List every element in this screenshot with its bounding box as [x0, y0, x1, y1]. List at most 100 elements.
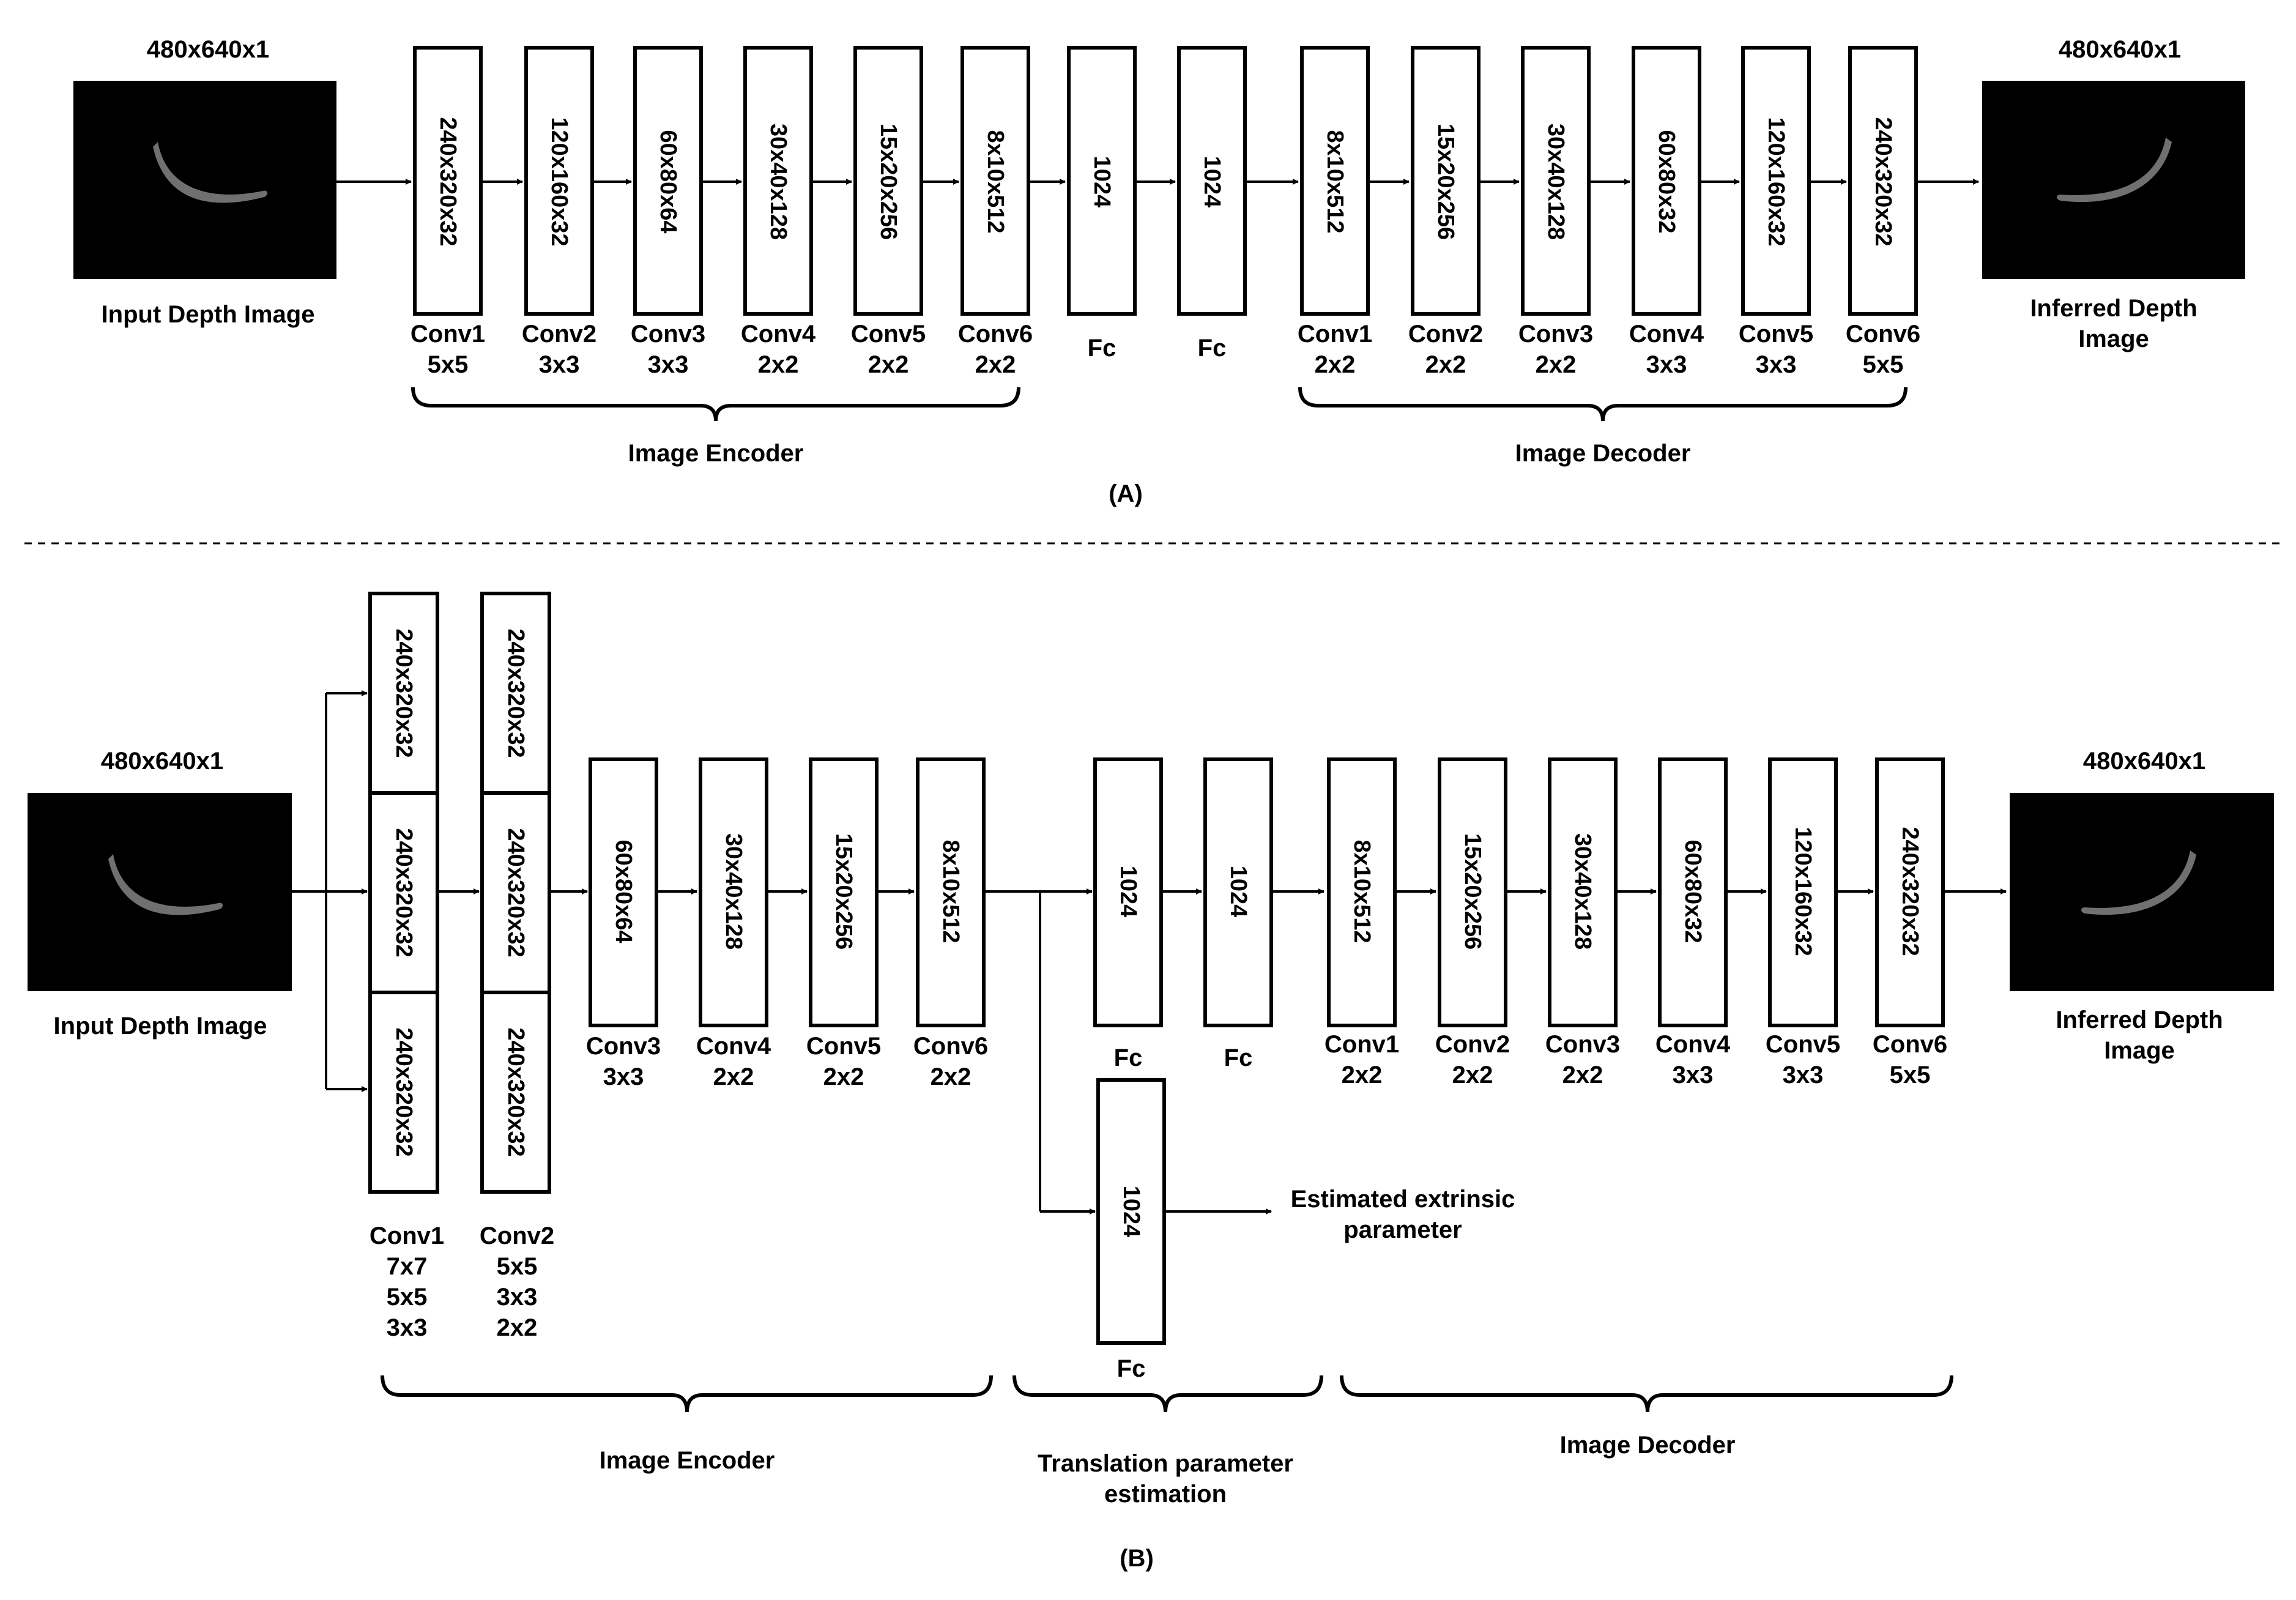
part-b-input-depth-image — [28, 793, 292, 991]
part-a-block-10-name: Conv2 — [1408, 321, 1483, 348]
part-b-dec-block-6-kernel: 5x5 — [1890, 1062, 1931, 1088]
part-b-conv2-cell-2-size: 240x320x32 — [503, 828, 529, 957]
part-a-block-3-kernel: 3x3 — [648, 351, 689, 378]
part-a-block-2-name: Conv2 — [522, 321, 596, 348]
part-b-conv2-label-k2: 3x3 — [497, 1284, 538, 1311]
part-b-dec-block-2-kernel: 2x2 — [1452, 1062, 1493, 1088]
part-a-block-3-size: 60x80x64 — [655, 130, 681, 233]
part-a-block-4-name: Conv4 — [741, 321, 816, 348]
part-b-input-banana-shape — [108, 854, 223, 915]
part-b-conv1-cell-1 — [368, 592, 439, 795]
part-a-block-13 — [1741, 46, 1811, 316]
part-a-input-label: Input Depth Image — [102, 301, 315, 328]
part-a-encoder-brace — [411, 387, 1020, 422]
part-a-decoder-label: Image Decoder — [1515, 440, 1691, 467]
part-b-translation-fc-name: Fc — [1117, 1355, 1146, 1382]
part-a-block-8-name: Fc — [1198, 335, 1227, 362]
part-b-enc-block-2-kernel: 2x2 — [713, 1063, 754, 1090]
part-b-caption: (B) — [1120, 1545, 1154, 1572]
part-a-block-3 — [633, 46, 703, 316]
part-a-block-6-kernel: 2x2 — [975, 351, 1016, 378]
part-b-conv1-cell-3-size: 240x320x32 — [391, 1027, 417, 1156]
part-b-fc-block-2-name: Fc — [1224, 1044, 1253, 1071]
part-a-block-7 — [1067, 46, 1137, 316]
part-a-block-12-size: 60x80x32 — [1654, 130, 1679, 233]
part-a-block-13-kernel: 3x3 — [1756, 351, 1797, 378]
part-b-encoder-brace — [381, 1375, 993, 1413]
part-b-dec-block-3-name: Conv3 — [1545, 1031, 1620, 1058]
part-a-input-size: 480x640x1 — [147, 36, 269, 63]
part-a-block-1-kernel: 5x5 — [428, 351, 469, 378]
part-b-dec-block-4-kernel: 3x3 — [1673, 1062, 1714, 1088]
part-b-conv1-label-name: Conv1 — [370, 1222, 444, 1249]
part-a-block-3-name: Conv3 — [631, 321, 705, 348]
part-a-block-5-name: Conv5 — [851, 321, 926, 348]
part-b-translation-label-line2: estimation — [1104, 1481, 1227, 1508]
part-b-dec-block-1-size: 8x10x512 — [1349, 839, 1375, 943]
part-a: 480x640x1 Input Depth Image 480x640x1 In… — [73, 36, 2245, 507]
part-b-conv2-label-k3: 2x2 — [497, 1314, 538, 1341]
part-b-enc-block-1-kernel: 3x3 — [603, 1063, 644, 1090]
part-a-block-5-size: 15x20x256 — [875, 124, 901, 240]
part-a-block-6 — [960, 46, 1030, 316]
part-a-block-6-size: 8x10x512 — [983, 130, 1008, 233]
part-b-fc-block-1 — [1093, 757, 1163, 1027]
part-a-block-1-name: Conv1 — [411, 321, 485, 348]
part-b-enc-block-2-size: 30x40x128 — [721, 833, 746, 950]
part-a-block-11-size: 30x40x128 — [1543, 124, 1569, 240]
part-a-encoder-label: Image Encoder — [628, 440, 804, 467]
part-b-enc-block-4-kernel: 2x2 — [931, 1063, 972, 1090]
part-b-conv1-label-k2: 5x5 — [387, 1284, 428, 1311]
part-b-enc-block-4-name: Conv6 — [913, 1033, 988, 1060]
part-a-block-2 — [524, 46, 594, 316]
part-b-dec-block-6 — [1875, 757, 1945, 1027]
part-a-block-2-size: 120x160x32 — [546, 117, 572, 246]
part-b-dec-block-6-name: Conv6 — [1873, 1031, 1947, 1058]
part-a-decoder-brace — [1298, 387, 1908, 422]
part-a-block-9-kernel: 2x2 — [1315, 351, 1356, 378]
part-b-conv1-cell-3 — [368, 991, 439, 1194]
part-b-encoder-blocks: 60x80x64Conv33x330x40x128Conv42x215x20x2… — [586, 757, 988, 1090]
part-a-block-9-size: 8x10x512 — [1322, 130, 1348, 233]
part-b-extrinsic-label-line2: parameter — [1343, 1216, 1462, 1243]
part-b-dec-block-6-size: 240x320x32 — [1897, 827, 1923, 956]
part-a-block-11-name: Conv3 — [1518, 321, 1593, 348]
part-b-enc-block-4-size: 8x10x512 — [938, 839, 964, 943]
part-a-block-4-size: 30x40x128 — [765, 124, 791, 240]
part-a-block-4-kernel: 2x2 — [758, 351, 799, 378]
part-a-block-7-name: Fc — [1088, 335, 1116, 362]
part-b-enc-block-3-size: 15x20x256 — [831, 833, 856, 950]
part-b-conv2-label-k1: 5x5 — [497, 1253, 538, 1280]
part-b-conv1-cell-1-size: 240x320x32 — [391, 628, 417, 757]
part-b-output-size: 480x640x1 — [2083, 748, 2205, 775]
part-b-conv2-cell-1 — [480, 592, 551, 795]
part-b-extrinsic-label-line1: Estimated extrinsic — [1291, 1186, 1515, 1213]
part-b-decoder-brace — [1340, 1375, 1953, 1413]
part-b-dec-block-5-name: Conv5 — [1766, 1031, 1840, 1058]
part-b-translation-fc-size: 1024 — [1118, 1186, 1144, 1238]
part-a-block-6-name: Conv6 — [958, 321, 1033, 348]
part-b-dec-block-4-size: 60x80x32 — [1680, 839, 1706, 943]
part-b-dec-block-5-size: 120x160x32 — [1790, 827, 1816, 956]
part-b-output-depth-image — [2010, 793, 2274, 991]
part-b-enc-block-3 — [809, 757, 879, 1027]
part-a-block-13-size: 120x160x32 — [1763, 117, 1789, 246]
part-a-block-10 — [1411, 46, 1481, 316]
part-a-block-8 — [1177, 46, 1247, 316]
part-b-output-label-line1: Inferred Depth — [2056, 1007, 2223, 1033]
part-b-dec-block-1 — [1327, 757, 1397, 1027]
part-a-input-banana-shape — [153, 142, 268, 203]
part-b-enc-block-1-size: 60x80x64 — [611, 839, 636, 943]
part-a-output-label-line2: Image — [2078, 326, 2149, 352]
part-a-block-10-kernel: 2x2 — [1425, 351, 1466, 378]
part-a-block-13-name: Conv5 — [1739, 321, 1813, 348]
part-a-block-11-kernel: 2x2 — [1536, 351, 1577, 378]
part-b-output-label-line2: Image — [2104, 1037, 2175, 1064]
part-b-input-size: 480x640x1 — [101, 748, 223, 775]
part-b-dec-block-5-kernel: 3x3 — [1783, 1062, 1824, 1088]
part-b-translation-label-line1: Translation parameter — [1038, 1450, 1293, 1477]
part-b-conv2-cell-3-size: 240x320x32 — [503, 1027, 529, 1156]
